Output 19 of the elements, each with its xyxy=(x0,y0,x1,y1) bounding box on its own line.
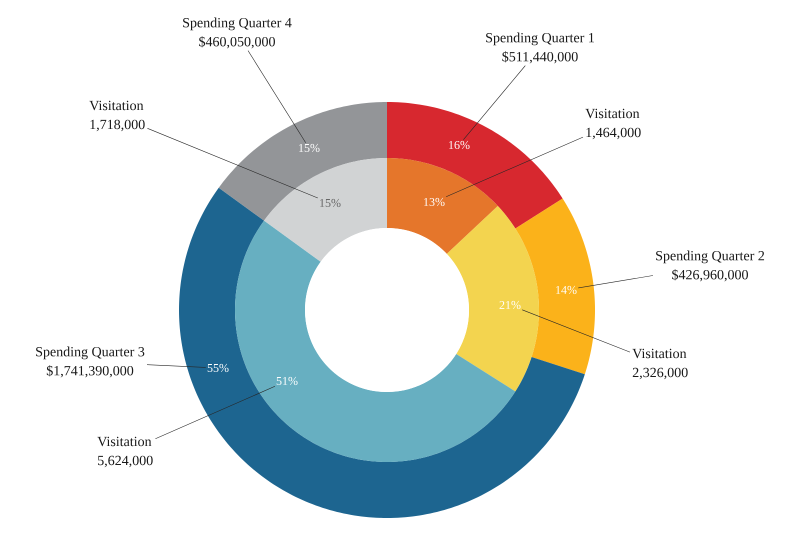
callout-label: Spending Quarter 4 $460,050,000 xyxy=(183,18,292,48)
callout-label: Spending Quarter 2 $426,960,000 xyxy=(656,250,764,282)
callout-label: Visitation 2,326,000 xyxy=(632,348,688,380)
leader-line xyxy=(248,50,306,144)
leader-line xyxy=(463,65,526,140)
callout-label: Visitation 1,464,000 xyxy=(585,108,641,140)
leader-line xyxy=(155,386,276,440)
donut-slice: 21% xyxy=(446,206,539,392)
callout-label: Visitation 5,624,000 xyxy=(97,436,153,468)
leader-line xyxy=(146,364,206,368)
donut-slice: 13% xyxy=(387,158,498,254)
donut-slice: 15% xyxy=(264,158,387,262)
leader-line xyxy=(522,309,630,352)
leader-line xyxy=(446,136,584,198)
leader-line xyxy=(147,128,318,198)
callout-label: Spending Quarter 3 $1,741,390,000 xyxy=(36,346,144,378)
callout-label: Spending Quarter 1 $511,440,000 xyxy=(486,32,594,64)
callout-label: Visitation 1,718,000 xyxy=(89,100,145,132)
leader-line xyxy=(578,275,654,288)
